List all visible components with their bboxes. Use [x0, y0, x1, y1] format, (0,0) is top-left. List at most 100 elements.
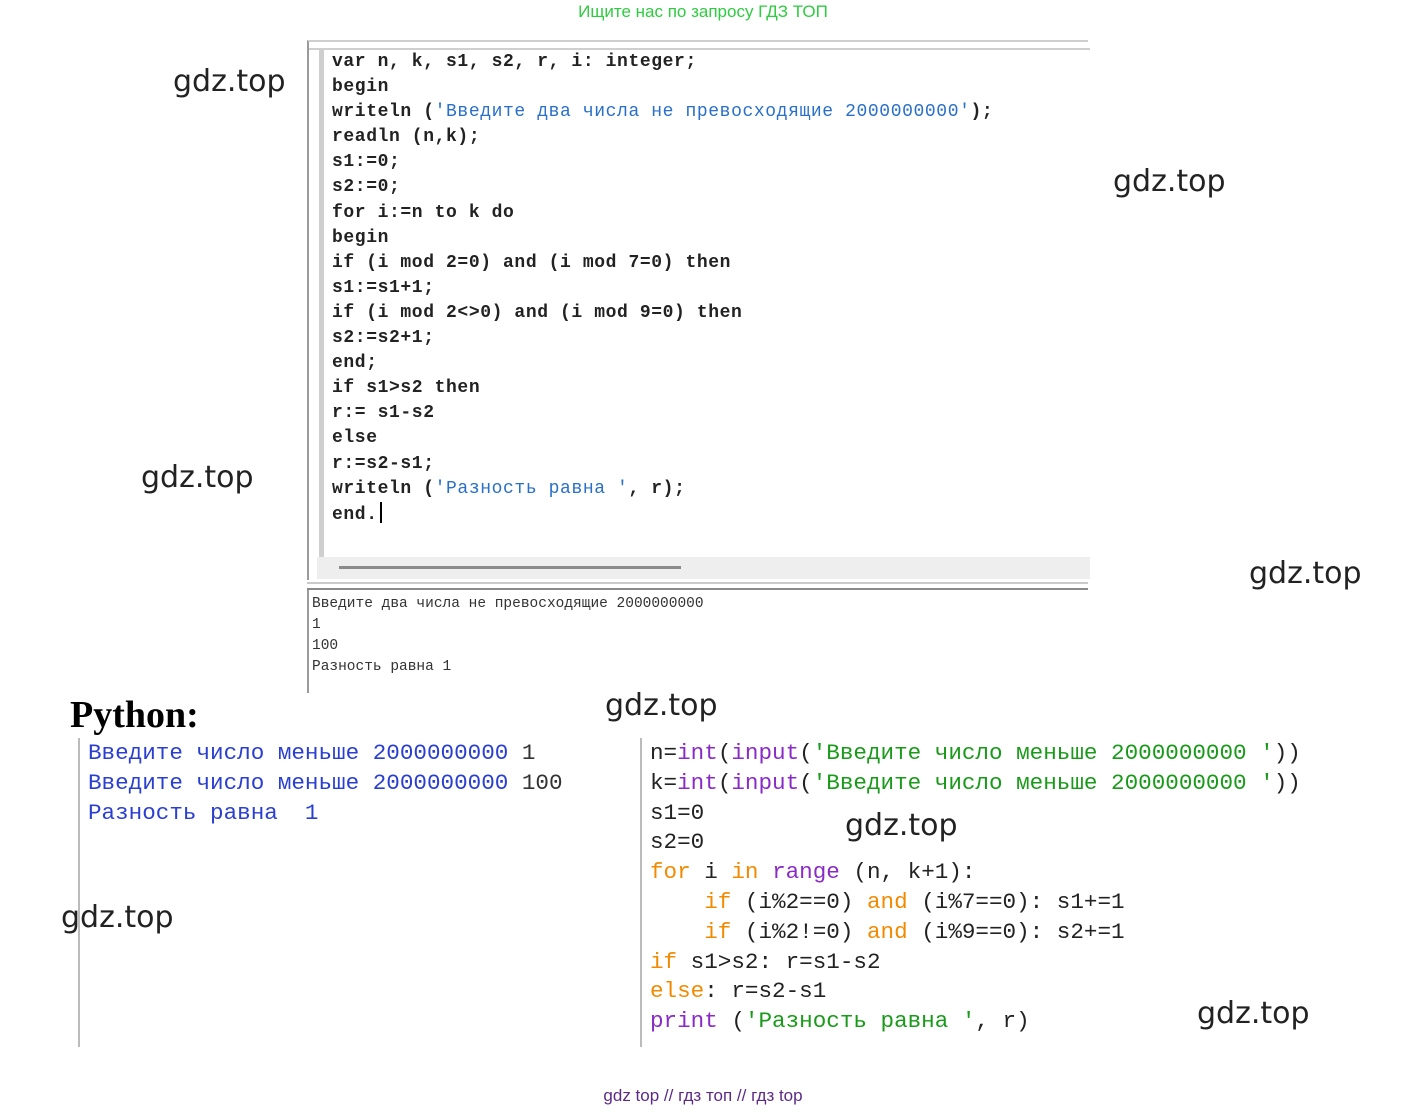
- code-line-token: (: [717, 769, 732, 796]
- code-line: readln (n,k);: [332, 125, 993, 150]
- code-line: var n, k, s1, s2, r, i: integer;: [332, 50, 993, 75]
- code-line-token: , r);: [628, 478, 686, 499]
- code-line-token: else: [650, 978, 705, 1005]
- code-line-token: (i%7==0): s1+=1: [907, 888, 1125, 915]
- code-line-token: readln (n,k);: [332, 127, 481, 148]
- code-line: if (i mod 2<>0) and (i mod 9=0) then: [332, 301, 993, 326]
- code-line: for i:=n to k do: [332, 201, 993, 226]
- output-line: 100: [312, 638, 339, 654]
- python-code[interactable]: n=int(input('Введите число меньше 200000…: [650, 739, 1301, 1037]
- python-heading: Python:: [70, 694, 199, 736]
- pascal-output-text: Введите два числа не превосходящие 20000…: [312, 594, 704, 678]
- output-line: Разность равна 1: [312, 659, 452, 675]
- code-line-token: input: [731, 769, 800, 796]
- output-line: Разность равна 1: [88, 798, 563, 828]
- code-line-token: 'Разность равна ': [434, 478, 629, 499]
- code-line: r:=s2-s1;: [332, 452, 993, 477]
- code-line: n=int(input('Введите число меньше 200000…: [650, 739, 1301, 769]
- pascal-code[interactable]: var n, k, s1, s2, r, i: integer; begin wri…: [332, 50, 993, 528]
- code-line-token: if (i mod 2<>0) and (i mod 9=0) then: [332, 302, 743, 323]
- code-line-token: (: [717, 1008, 745, 1035]
- code-line-token: (: [799, 740, 813, 766]
- code-line-token: for: [650, 859, 691, 886]
- code-line-token: , r): [975, 1008, 1030, 1035]
- code-line-token: else: [332, 428, 378, 449]
- code-line-token: if: [704, 888, 732, 915]
- code-line-token: int: [677, 769, 718, 796]
- code-line-token: )): [1273, 769, 1301, 796]
- code-line: r:= s1-s2: [332, 401, 993, 426]
- code-line-token: var n, k, s1, s2, r, i: integer;: [332, 52, 697, 72]
- code-line-token: n=: [650, 740, 678, 766]
- code-line: s2:=s2+1;: [332, 326, 993, 351]
- output-line: Введите число меньше 2000000000 1: [88, 738, 563, 768]
- code-line-token: 'Разность равна ': [744, 1008, 976, 1035]
- code-line: end;: [332, 351, 993, 376]
- code-line: else: [332, 426, 993, 451]
- code-line-token: (i%9==0): s2+=1: [907, 918, 1125, 945]
- watermark: gdz.top: [173, 64, 286, 99]
- text-cursor: [379, 501, 382, 523]
- pascal-output-panel: Введите два числа не превосходящие 20000…: [307, 590, 1088, 693]
- footer-links[interactable]: gdz top // гдз топ // гдз top: [603, 1086, 803, 1105]
- python-code-editor[interactable]: n=int(input('Введите число меньше 200000…: [640, 738, 1370, 1047]
- code-line-token: if s1>s2 then: [332, 378, 481, 399]
- code-line: s2=0: [650, 828, 1301, 858]
- code-line-token: s1>s2: r=s1-s2: [677, 948, 881, 975]
- output-line-token: 1: [521, 740, 536, 766]
- code-line: if s1>s2 then: [332, 376, 993, 401]
- code-line-token: begin: [332, 77, 390, 98]
- code-line-token: in: [731, 859, 759, 886]
- editor-top-border: [309, 48, 1090, 50]
- code-line-token: s1:=0;: [332, 152, 401, 173]
- code-line-token: r:=s2-s1;: [332, 453, 435, 474]
- code-line-token: r:= s1-s2: [332, 403, 435, 424]
- code-line: if (i mod 2=0) and (i mod 7=0) then: [332, 251, 993, 276]
- editor-gutter: [319, 48, 324, 560]
- watermark: gdz.top: [845, 808, 958, 843]
- code-line-token: end.: [332, 504, 378, 525]
- code-line: s2:=0;: [332, 175, 993, 200]
- output-line: 1: [312, 617, 321, 633]
- code-line-token: [650, 919, 704, 945]
- code-line: else: r=s2-s1: [650, 977, 1301, 1007]
- code-line: s1:=0;: [332, 150, 993, 175]
- code-line-token: input: [731, 740, 800, 766]
- panel-splitter[interactable]: [307, 582, 1088, 590]
- code-line-token: 'Введите два числа не превосходящие 2000…: [434, 102, 971, 123]
- code-line: if (i%2==0) and (i%7==0): s1+=1: [650, 888, 1301, 918]
- code-line-token: if: [650, 948, 678, 975]
- search-banner[interactable]: Ищите нас по запросу ГДЗ ТОП: [578, 2, 828, 21]
- code-line-token: i: [690, 859, 732, 886]
- code-line-token: )): [1273, 740, 1301, 766]
- watermark: gdz.top: [605, 688, 718, 723]
- code-line-token: (i%2!=0): [731, 918, 867, 945]
- code-line-token: k=: [650, 769, 678, 796]
- watermark: gdz.top: [1113, 164, 1226, 199]
- code-line-token: (n, k+1):: [839, 859, 976, 886]
- code-line-token: s1:=s1+1;: [332, 277, 435, 298]
- code-line-token: print: [650, 1008, 718, 1035]
- code-line-token: [759, 859, 773, 885]
- code-line-token: 'Введите число меньше 2000000000 ': [812, 740, 1274, 766]
- output-line-token: 100: [521, 770, 563, 796]
- code-line: begin: [332, 226, 993, 251]
- code-line: for i in range (n, k+1):: [650, 858, 1301, 888]
- code-line-token: and: [866, 918, 908, 945]
- code-line-token: end;: [332, 353, 378, 374]
- code-line-token: s2:=s2+1;: [332, 328, 435, 349]
- code-line-token: [650, 889, 704, 915]
- code-line: if s1>s2: r=s1-s2: [650, 948, 1301, 978]
- code-line-token: range: [772, 859, 840, 886]
- scrollbar-thumb[interactable]: [339, 566, 681, 569]
- code-line-token: );: [970, 102, 994, 123]
- code-line-token: and: [866, 888, 908, 915]
- code-line-token: (: [799, 769, 813, 796]
- horizontal-scrollbar[interactable]: [317, 557, 1090, 579]
- code-line: s1=0: [650, 799, 1301, 829]
- code-line: begin: [332, 75, 993, 100]
- pascal-code-editor[interactable]: var n, k, s1, s2, r, i: integer; begin wri…: [307, 40, 1090, 580]
- code-line-token: writeln (: [332, 102, 435, 123]
- output-line-token: Введите число меньше 2000000000: [88, 740, 522, 766]
